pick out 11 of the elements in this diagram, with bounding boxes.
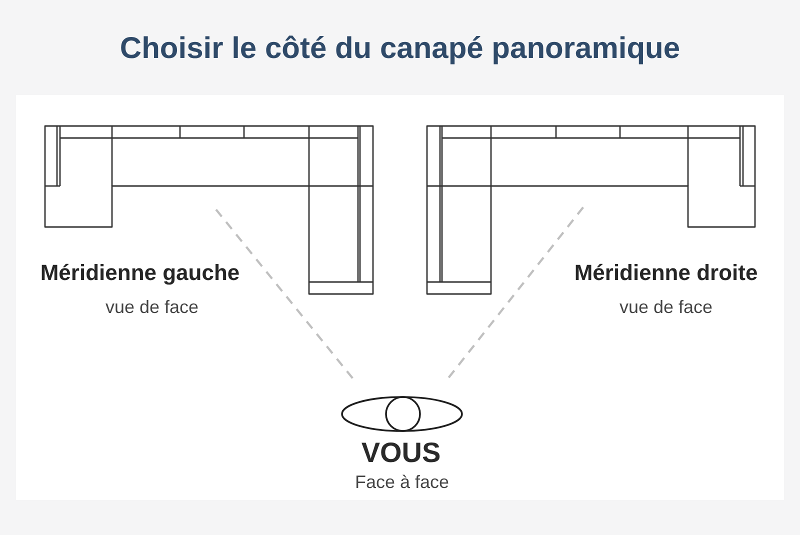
view-note: vue de face [105, 297, 199, 318]
sofa-label: Méridienne gauche [40, 260, 240, 286]
view-note: vue de face [619, 297, 713, 318]
title: Choisir le côté du canapé panoramique [120, 32, 680, 65]
dashed-sight-line [213, 206, 354, 379]
dashed-sight-line [448, 204, 586, 378]
eye-icon [340, 395, 464, 433]
viewer-note: Face à face [354, 472, 450, 493]
sofa-drawing [426, 125, 757, 296]
viewer-label: VOUS [361, 437, 441, 469]
sofa-label: Méridienne droite [574, 260, 758, 286]
